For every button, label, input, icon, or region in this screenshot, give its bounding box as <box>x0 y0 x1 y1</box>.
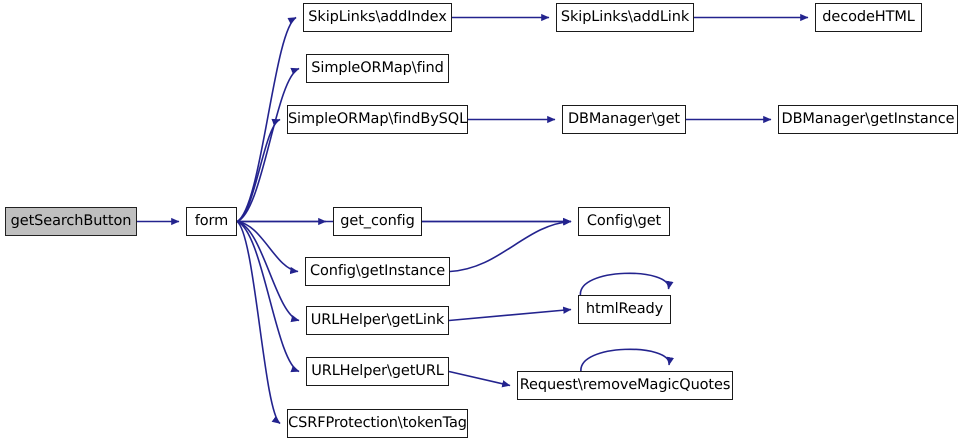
edge-htmlReady-to-htmlReady <box>579 272 674 297</box>
graph-node-SimpleORMap_find[interactable]: SimpleORMap\find <box>306 54 449 83</box>
edge-form-to-CSRFProtection_tokenTag <box>236 220 281 425</box>
edge-Request_removeMagicQuotes-to-Request_removeMagicQuotes <box>580 348 674 373</box>
graph-node-getSearchButton[interactable]: getSearchButton <box>5 207 137 236</box>
graph-node-SkipLinks_addLink[interactable]: SkipLinks\addLink <box>556 3 694 32</box>
graph-node-DBManager_getInstance[interactable]: DBManager\getInstance <box>778 105 958 134</box>
graph-node-Config_get[interactable]: Config\get <box>578 207 670 236</box>
edge-URLHelper_getLink-to-htmlReady <box>448 306 572 322</box>
edge-Config_getInstance-to-Config_get <box>449 218 572 273</box>
graph-node-form[interactable]: form <box>186 207 237 236</box>
graph-node-Config_getInstance[interactable]: Config\getInstance <box>305 257 450 286</box>
edge-form-to-URLHelper_getLink <box>236 220 300 323</box>
graph-node-URLHelper_getLink[interactable]: URLHelper\getLink <box>306 306 449 335</box>
graph-node-decodeHTML[interactable]: decodeHTML <box>815 3 922 32</box>
edge-form-to-URLHelper_getURL <box>236 220 300 373</box>
graph-node-SimpleORMap_findBySQL[interactable]: SimpleORMap\findBySQL <box>287 105 468 134</box>
graph-node-htmlReady[interactable]: htmlReady <box>578 295 671 324</box>
graph-node-DBManager_get[interactable]: DBManager\get <box>562 105 686 134</box>
graph-node-CSRFProtection_tokenTag[interactable]: CSRFProtection\tokenTag <box>287 409 468 438</box>
edge-form-to-SimpleORMap_find <box>236 67 300 223</box>
graph-node-SkipLinks_addIndex[interactable]: SkipLinks\addIndex <box>303 3 452 32</box>
graph-node-Request_removeMagicQuotes[interactable]: Request\removeMagicQuotes <box>517 371 733 400</box>
edge-form-to-Config_getInstance <box>236 220 299 275</box>
edge-form-to-SimpleORMap_findBySQL <box>236 118 281 223</box>
edge-URLHelper_getURL-to-Request_removeMagicQuotes <box>448 370 511 388</box>
graph-node-get_config[interactable]: get_config <box>333 207 422 236</box>
graph-node-URLHelper_getURL[interactable]: URLHelper\getURL <box>306 357 449 386</box>
